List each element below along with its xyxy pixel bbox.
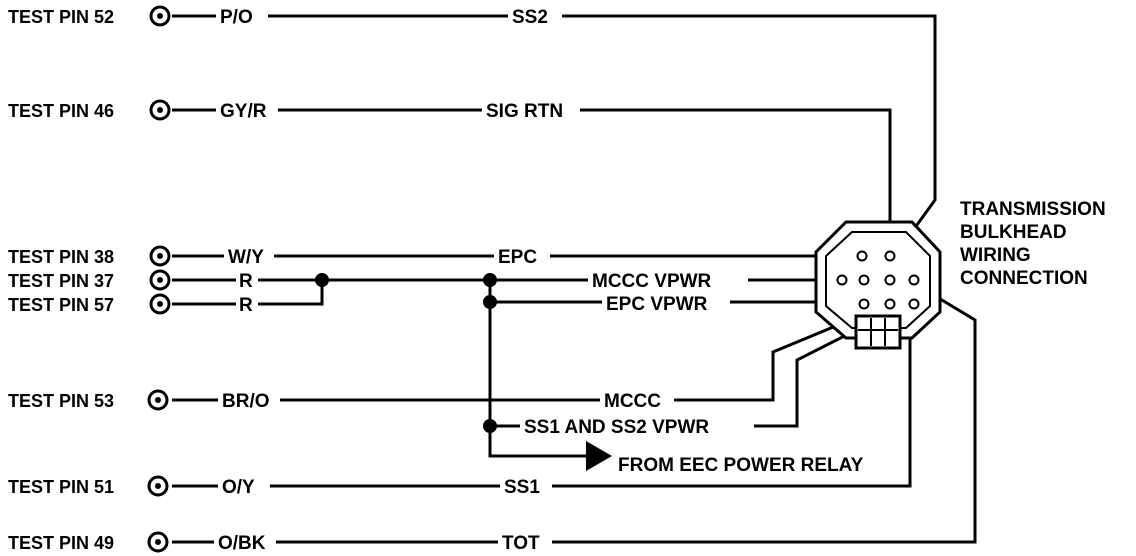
signal-labels: SS2 SIG RTN EPC MCCC VPWR EPC VPWR MCCC … xyxy=(482,4,864,554)
wire-color: O/Y xyxy=(222,477,255,498)
ss-vpwr-label: SS1 AND SS2 VPWR xyxy=(524,417,709,438)
test-pin-51: TEST PIN 51 xyxy=(8,475,169,497)
pin-label: TEST PIN 49 xyxy=(8,533,114,553)
test-pin-37: TEST PIN 37 xyxy=(8,269,171,291)
pin-label: TEST PIN 51 xyxy=(8,477,114,497)
test-pin-53: TEST PIN 53 xyxy=(8,389,169,411)
wire-color: O/BK xyxy=(218,533,266,554)
test-pin-57: TEST PIN 57 xyxy=(8,293,171,315)
signal-name: EPC VPWR xyxy=(606,294,708,315)
test-pin-52: TEST PIN 52 xyxy=(8,5,171,27)
wire-color: BR/O xyxy=(222,391,270,412)
power-relay-label: FROM EEC POWER RELAY xyxy=(618,455,864,476)
signal-name: SS1 xyxy=(504,477,540,498)
wire-color: W/Y xyxy=(228,247,264,268)
connector-title-line: WIRING xyxy=(960,245,1031,266)
pin-label: TEST PIN 52 xyxy=(8,7,114,27)
pin-label: TEST PIN 57 xyxy=(8,295,114,315)
bulkhead-connector xyxy=(814,220,942,350)
test-pin-38: TEST PIN 38 xyxy=(8,245,171,267)
test-pin-46: TEST PIN 46 xyxy=(8,99,171,121)
wire-color: GY/R xyxy=(220,101,267,122)
connector-title: TRANSMISSION BULKHEAD WIRING CONNECTION xyxy=(960,199,1106,289)
signal-name: EPC xyxy=(498,247,537,268)
junctions xyxy=(315,273,497,433)
wire-color: R xyxy=(239,295,253,316)
arrow-icon xyxy=(586,441,612,471)
connector-title-line: BULKHEAD xyxy=(960,222,1067,243)
connector-title-line: TRANSMISSION xyxy=(960,199,1106,220)
connector-title-line: CONNECTION xyxy=(960,268,1088,289)
wire-color: P/O xyxy=(220,7,253,28)
signal-name: TOT xyxy=(502,533,540,554)
test-pin-49: TEST PIN 49 xyxy=(8,531,169,553)
pin-label: TEST PIN 46 xyxy=(8,101,114,121)
pin-label: TEST PIN 53 xyxy=(8,391,114,411)
signal-name: MCCC VPWR xyxy=(592,271,712,292)
pin-label: TEST PIN 38 xyxy=(8,247,114,267)
signal-name: MCCC xyxy=(604,391,661,412)
signal-name: SS2 xyxy=(512,7,548,28)
signal-name: SIG RTN xyxy=(486,101,563,122)
wire-color: R xyxy=(239,271,253,292)
pin-label: TEST PIN 37 xyxy=(8,271,114,291)
wire-color-labels: P/O GY/R W/Y R R BR/O O/Y O/BK xyxy=(214,4,280,554)
